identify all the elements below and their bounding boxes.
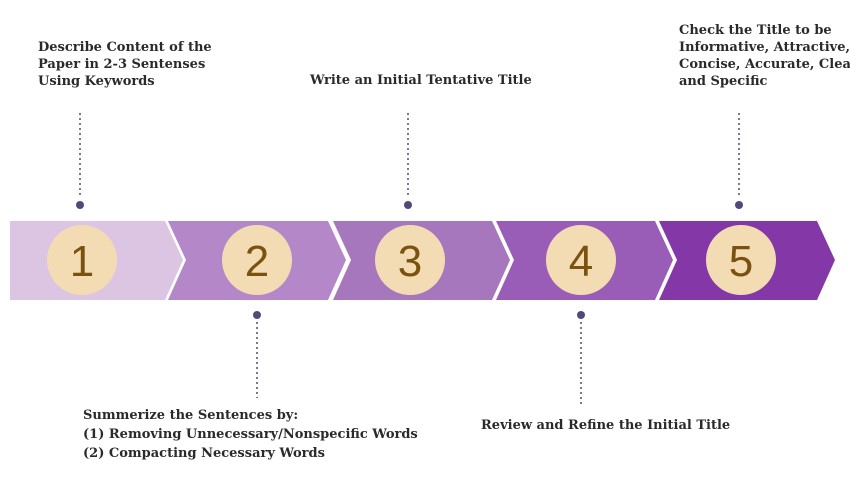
step-label-5: Check the Title to be Informative, Attra… — [679, 22, 850, 90]
step-label-4: Review and Refine the Initial Title — [481, 417, 730, 434]
step-label-1: Describe Content of the Paper in 2-3 Sen… — [38, 39, 212, 90]
connector-dot-4 — [577, 311, 585, 319]
step-circle-2 — [222, 225, 292, 295]
step-3-line-1: Write an Initial Tentative Title — [310, 73, 532, 88]
step-label-2: Summerize the Sentences by: (1) Removing… — [83, 406, 418, 463]
step-number-4: 4 — [569, 237, 593, 286]
step-1-line-1: Describe Content of the — [38, 40, 212, 55]
step-5-line-4: and Specific — [679, 74, 768, 89]
step-circle-4 — [546, 225, 616, 295]
connector-dot-2 — [253, 311, 261, 319]
step-circles: 1 2 3 4 5 — [47, 225, 776, 295]
step-circle-3 — [375, 225, 445, 295]
step-label-3: Write an Initial Tentative Title — [310, 72, 532, 89]
connectors — [76, 113, 743, 406]
connector-dot-3 — [404, 201, 412, 209]
connector-dot-5 — [735, 201, 743, 209]
step-5-line-2: Informative, Attractive, — [679, 40, 850, 55]
step-2-line-3: (2) Compacting Necessary Words — [83, 446, 325, 461]
step-number-5: 5 — [729, 237, 753, 286]
step-number-3: 3 — [398, 237, 422, 286]
step-5-line-3: Concise, Accurate, Clear, — [679, 57, 850, 72]
step-number-1: 1 — [70, 237, 94, 286]
step-1-line-3: Using Keywords — [38, 74, 155, 89]
step-4-line-1: Review and Refine the Initial Title — [481, 418, 731, 433]
step-1-line-2: Paper in 2-3 Sentenses — [38, 57, 206, 72]
connector-dot-1 — [76, 201, 84, 209]
step-circle-1 — [47, 225, 117, 295]
step-number-2: 2 — [245, 237, 269, 286]
step-5-line-1: Check the Title to be — [679, 23, 832, 38]
step-2-line-2: (1) Removing Unnecessary/Nonspecific Wor… — [83, 427, 418, 442]
step-circle-5 — [706, 225, 776, 295]
step-2-line-1: Summerize the Sentences by: — [83, 408, 299, 423]
